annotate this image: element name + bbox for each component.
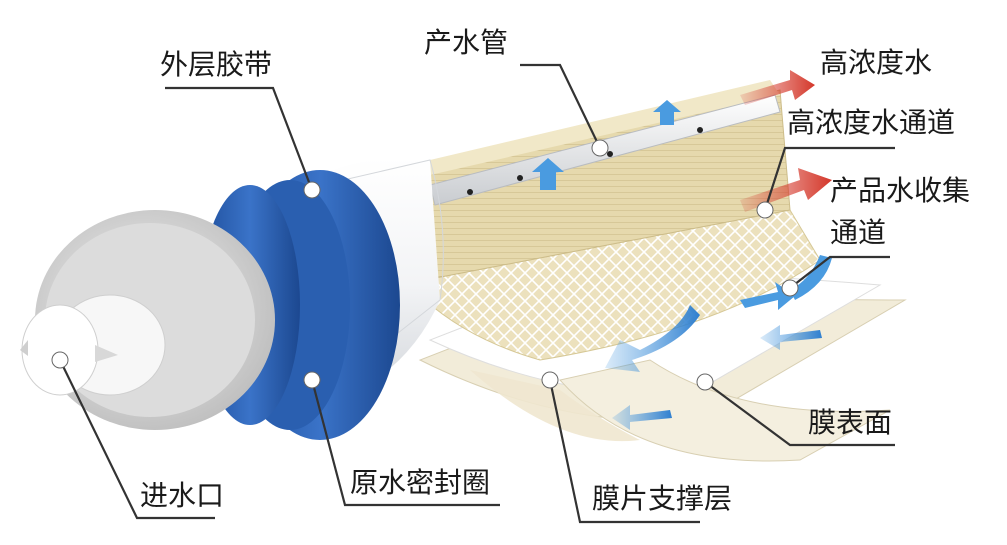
flow-arrow-left-1 <box>760 325 822 350</box>
label-product-tube: 产水管 <box>424 26 508 59</box>
label-concentrate-channel: 高浓度水通道 <box>787 106 955 139</box>
permeate-flow-arrows <box>532 100 832 430</box>
label-membrane-support: 膜片支撑层 <box>592 482 732 515</box>
label-brine-seal: 原水密封圈 <box>350 466 490 499</box>
permeate-arrow-up-1 <box>532 158 564 190</box>
flow-arrow-curve-1 <box>605 305 700 372</box>
label-concentrate: 高浓度水 <box>820 46 932 79</box>
leader-water-inlet <box>59 359 215 520</box>
concentrate-arrow-middle <box>740 168 832 212</box>
flow-arrow-curve-2 <box>790 255 832 300</box>
leader-outer-tape <box>165 86 314 191</box>
feed-spacer-mesh <box>424 209 821 361</box>
concentrate-flow-arrows <box>740 70 832 212</box>
label-water-inlet: 进水口 <box>140 479 224 512</box>
end-cap <box>20 210 275 430</box>
label-membrane-surface: 膜表面 <box>808 406 892 439</box>
label-outer-tape: 外层胶带 <box>160 48 272 81</box>
concentrate-arrow-top <box>740 70 815 105</box>
flow-arrow-left-2 <box>612 405 672 430</box>
leader-lines <box>59 63 895 524</box>
label-permeate-channel-line1: 产品水收集 <box>830 174 970 207</box>
leader-membrane-support <box>548 379 700 524</box>
leader-concentrate-channel <box>763 146 895 211</box>
leader-membrane-surface <box>704 381 895 447</box>
leader-dots <box>51 139 799 391</box>
flow-arrow-right <box>740 282 795 310</box>
leader-product-tube <box>520 63 601 149</box>
leader-permeate-channel <box>789 255 890 289</box>
label-permeate-channel-line2: 通道 <box>830 216 886 249</box>
labels: 外层胶带 产水管 高浓度水 高浓度水通道 产品水收集 通道 膜表面 膜片支撑层 … <box>140 26 970 515</box>
leader-brine-seal <box>310 379 500 507</box>
permeate-arrow-up-2 <box>653 100 681 125</box>
